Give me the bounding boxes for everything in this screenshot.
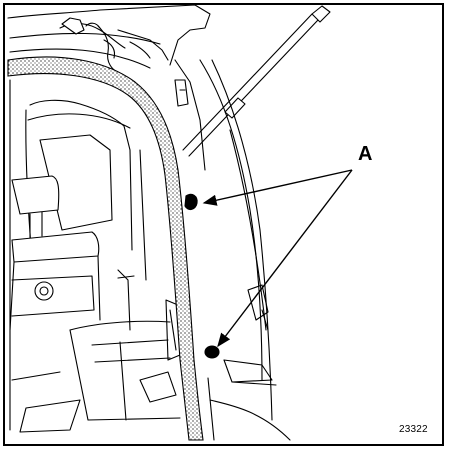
roof-inner-edge bbox=[9, 32, 161, 45]
clip-upper bbox=[184, 193, 198, 211]
rear-seat bbox=[9, 175, 101, 331]
callout-arrows bbox=[202, 169, 353, 348]
figure-frame bbox=[3, 3, 444, 446]
callout-label-a: A bbox=[358, 143, 373, 165]
fixing-clips bbox=[184, 193, 220, 359]
hinge-wiring bbox=[59, 17, 169, 73]
roof-frame bbox=[7, 4, 211, 66]
upper-pillar-panel bbox=[174, 59, 206, 171]
figure-number: 23322 bbox=[399, 424, 428, 435]
gas-strut bbox=[182, 5, 331, 157]
right-pillar bbox=[199, 59, 277, 421]
clip-lower bbox=[204, 345, 220, 359]
arrow-to-lower-clip bbox=[217, 169, 353, 348]
body-side-lower bbox=[209, 399, 291, 441]
cargo-floor bbox=[11, 269, 181, 433]
roof-inner-edge-2 bbox=[9, 48, 151, 69]
door-seal bbox=[7, 56, 204, 441]
arrow-to-upper-clip bbox=[202, 169, 353, 206]
